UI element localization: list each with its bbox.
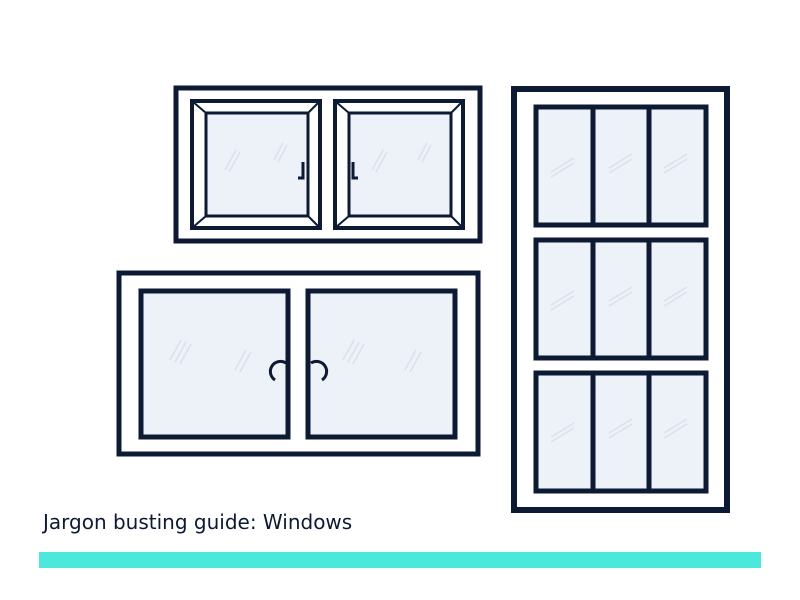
- casement-window-icon: [173, 85, 483, 244]
- accent-bar: [39, 552, 761, 568]
- grid-window-icon: [511, 86, 730, 513]
- sliding-window-icon: [116, 270, 481, 457]
- page-caption: Jargon busting guide: Windows: [43, 510, 353, 534]
